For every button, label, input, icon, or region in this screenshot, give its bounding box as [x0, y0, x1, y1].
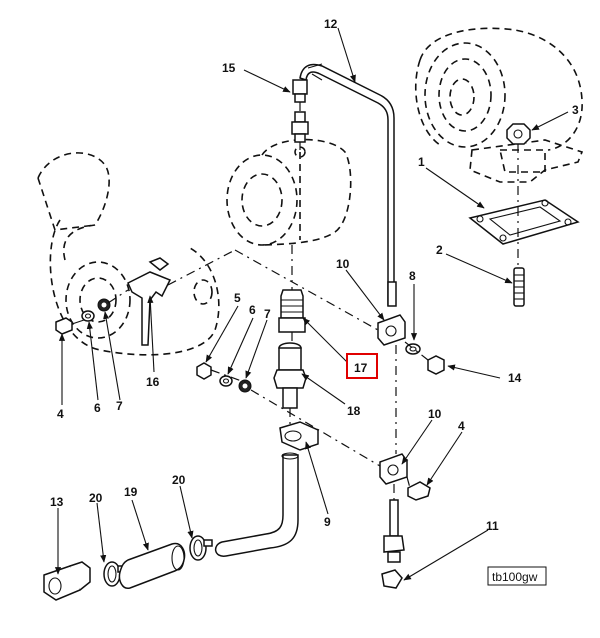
drain-hose-bent: [214, 452, 299, 557]
nut-5: [196, 362, 212, 380]
figure-id-tag: tb100gw: [487, 566, 547, 586]
callout-20-right: 20: [172, 473, 186, 487]
nut: [506, 123, 531, 268]
bracket-10-upper: [377, 314, 406, 346]
washer-8: [405, 343, 421, 355]
callout-8: 8: [409, 269, 416, 283]
callout-7-left: 7: [116, 399, 123, 413]
gasket: [468, 199, 580, 245]
callout-9: 9: [324, 515, 331, 529]
callout-2: 2: [436, 243, 443, 257]
callout-16: 16: [146, 375, 160, 389]
callout-20-left: 20: [89, 491, 103, 505]
fitting-13: [43, 561, 91, 601]
fitting-upper: [291, 79, 309, 150]
bolt-4-right: [406, 476, 431, 501]
hose-19: [118, 542, 186, 589]
fitting-11: [381, 484, 405, 589]
washer-7-mid: [238, 379, 252, 393]
callout-11: 11: [486, 519, 499, 533]
washer-7-left: [97, 298, 111, 312]
left-housing-outline: [37, 152, 220, 356]
clamp-20-right: [189, 535, 213, 561]
bolt-4-left: [55, 317, 85, 335]
callout-1: 1: [418, 155, 425, 169]
callout-labels: 1 2 3 12 15 10 8 14 18 9 10 4 11 5 6 7 4…: [50, 17, 579, 533]
highlight-box: [346, 353, 378, 379]
callout-15: 15: [222, 61, 236, 75]
callout-12: 12: [324, 17, 338, 31]
callout-19: 19: [124, 485, 138, 499]
callout-18: 18: [347, 404, 361, 418]
callout-4-right: 4: [458, 419, 465, 433]
callout-4-left: 4: [57, 407, 64, 421]
stud: [513, 267, 525, 307]
callout-3: 3: [572, 103, 579, 117]
bracket-10-lower: [379, 453, 408, 485]
callout-6-left: 6: [94, 401, 101, 415]
oil-supply-tube: [299, 63, 397, 307]
adapter-18: [273, 342, 307, 425]
callout-7-mid: 7: [264, 307, 271, 321]
callout-14: 14: [508, 371, 522, 385]
bolt-14: [404, 341, 445, 375]
callout-17: 17: [354, 361, 368, 375]
assembly-centerlines: [107, 249, 381, 467]
callout-5: 5: [234, 291, 241, 305]
callout-10-upper: 10: [336, 257, 350, 271]
callout-10-lower: 10: [428, 407, 442, 421]
drain-fitting-17: [278, 245, 306, 345]
figure-id-text: tb100gw: [492, 570, 538, 584]
leader-lines: [54, 27, 569, 581]
bracket-16: [127, 257, 172, 346]
center-housing-outline: [226, 138, 352, 246]
callout-6-mid: 6: [249, 303, 256, 317]
washer-6-mid: [219, 375, 233, 387]
washer-6-left: [81, 310, 95, 322]
turbo-housing-outline: [414, 27, 584, 183]
callout-13: 13: [50, 495, 64, 509]
